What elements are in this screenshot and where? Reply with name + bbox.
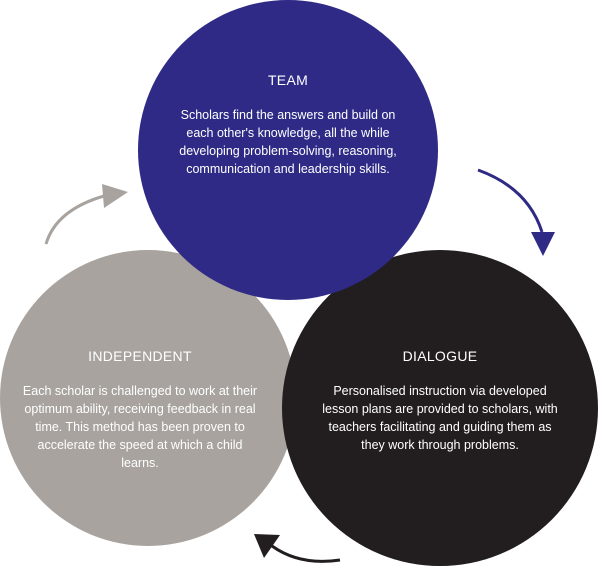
independent-title: INDEPENDENT [88, 348, 192, 364]
team-title: TEAM [267, 72, 309, 88]
dialogue-description: Personalised instruction via developed l… [322, 384, 558, 452]
team-circle [138, 0, 438, 300]
arrow-independent-to-team [44, 194, 105, 245]
arrow-independent-to-team-head [102, 184, 128, 208]
arrow-dialogue-to-independent-head [254, 534, 280, 558]
arrow-team-to-dialogue [477, 168, 544, 233]
dialogue-circle [282, 250, 598, 566]
team-section: TEAM Scholars find the answers and build… [170, 72, 406, 178]
independent-section: INDEPENDENT Each scholar is challenged t… [22, 348, 258, 472]
arrow-team-to-dialogue-head [531, 232, 555, 256]
dialogue-section: DIALOGUE Personalised instruction via de… [318, 348, 562, 454]
independent-circle [0, 250, 296, 546]
dialogue-title: DIALOGUE [402, 348, 478, 364]
arrow-dialogue-to-independent [271, 544, 341, 563]
independent-description: Each scholar is challenged to work at th… [22, 384, 258, 470]
team-description: Scholars find the answers and build on e… [179, 108, 397, 176]
